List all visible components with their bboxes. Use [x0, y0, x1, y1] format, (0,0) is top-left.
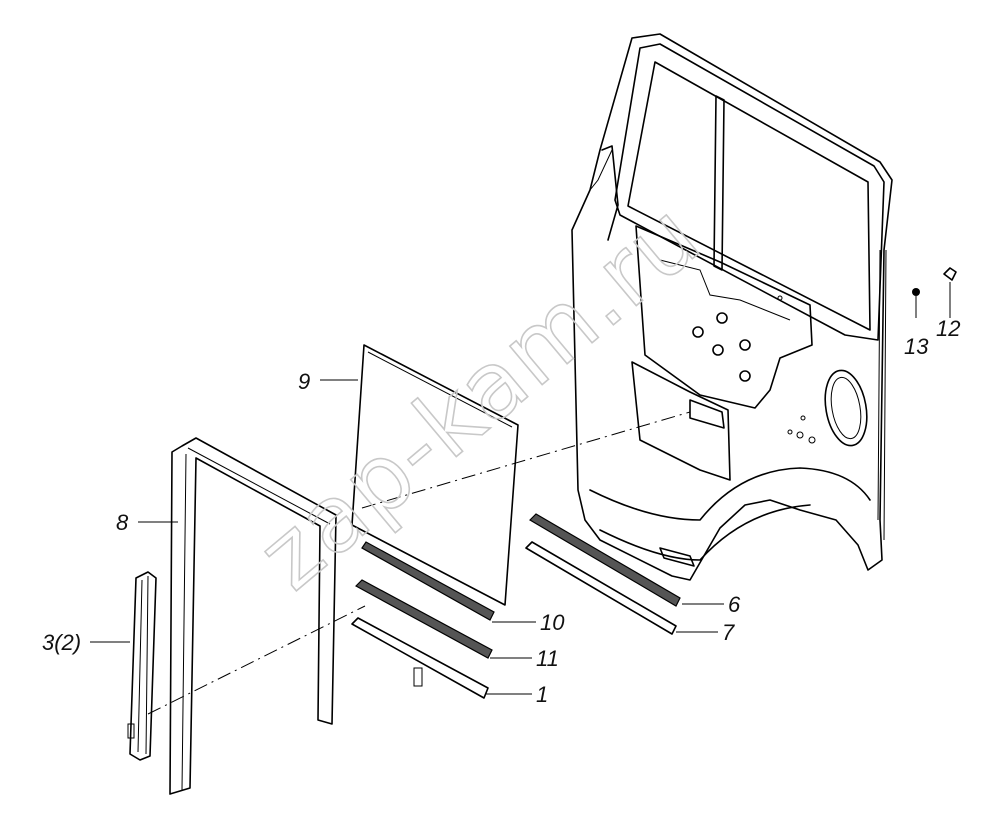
part-13-washer [912, 288, 920, 296]
leader-lines [90, 282, 951, 715]
callout-7: 7 [722, 620, 735, 645]
callout-6: 6 [728, 592, 741, 617]
callout-1: 1 [536, 682, 548, 707]
part-9-window-glass [351, 344, 519, 606]
callout-8: 8 [116, 510, 129, 535]
callout-11: 11 [536, 646, 559, 671]
callout-13: 13 [904, 334, 929, 359]
part-8-glass-run-seal [169, 437, 337, 795]
part-6-seal-strip [529, 513, 681, 607]
callout-9: 9 [298, 369, 310, 394]
part-12-screw [943, 267, 957, 281]
part-11-seal-strip [355, 579, 493, 659]
callout-12: 12 [936, 316, 960, 341]
part-3-guide-channel [127, 571, 157, 761]
door-body [571, 33, 893, 581]
part-7-seal-strip [525, 541, 677, 635]
part-10-seal-strip [361, 541, 495, 621]
callout-3-2: 3(2) [42, 630, 81, 655]
part-1-belt-molding [351, 617, 489, 699]
callout-10: 10 [540, 610, 565, 635]
